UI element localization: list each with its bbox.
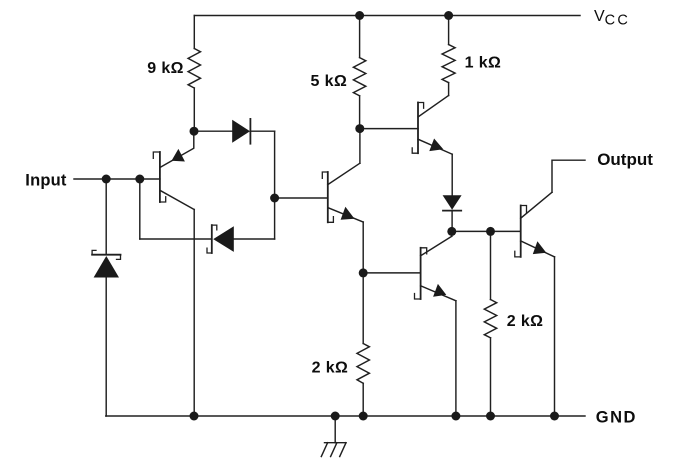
svg-text:9 kΩ: 9 kΩ (147, 60, 184, 77)
svg-text:5 kΩ: 5 kΩ (311, 73, 348, 90)
svg-text:Input: Input (25, 171, 67, 189)
svg-text:1 kΩ: 1 kΩ (465, 55, 502, 72)
svg-text:Output: Output (597, 150, 653, 169)
svg-text:VCC: VCC (594, 8, 630, 29)
svg-text:2 kΩ: 2 kΩ (507, 313, 544, 330)
svg-text:GND: GND (596, 409, 637, 427)
svg-text:2 kΩ: 2 kΩ (312, 359, 349, 376)
